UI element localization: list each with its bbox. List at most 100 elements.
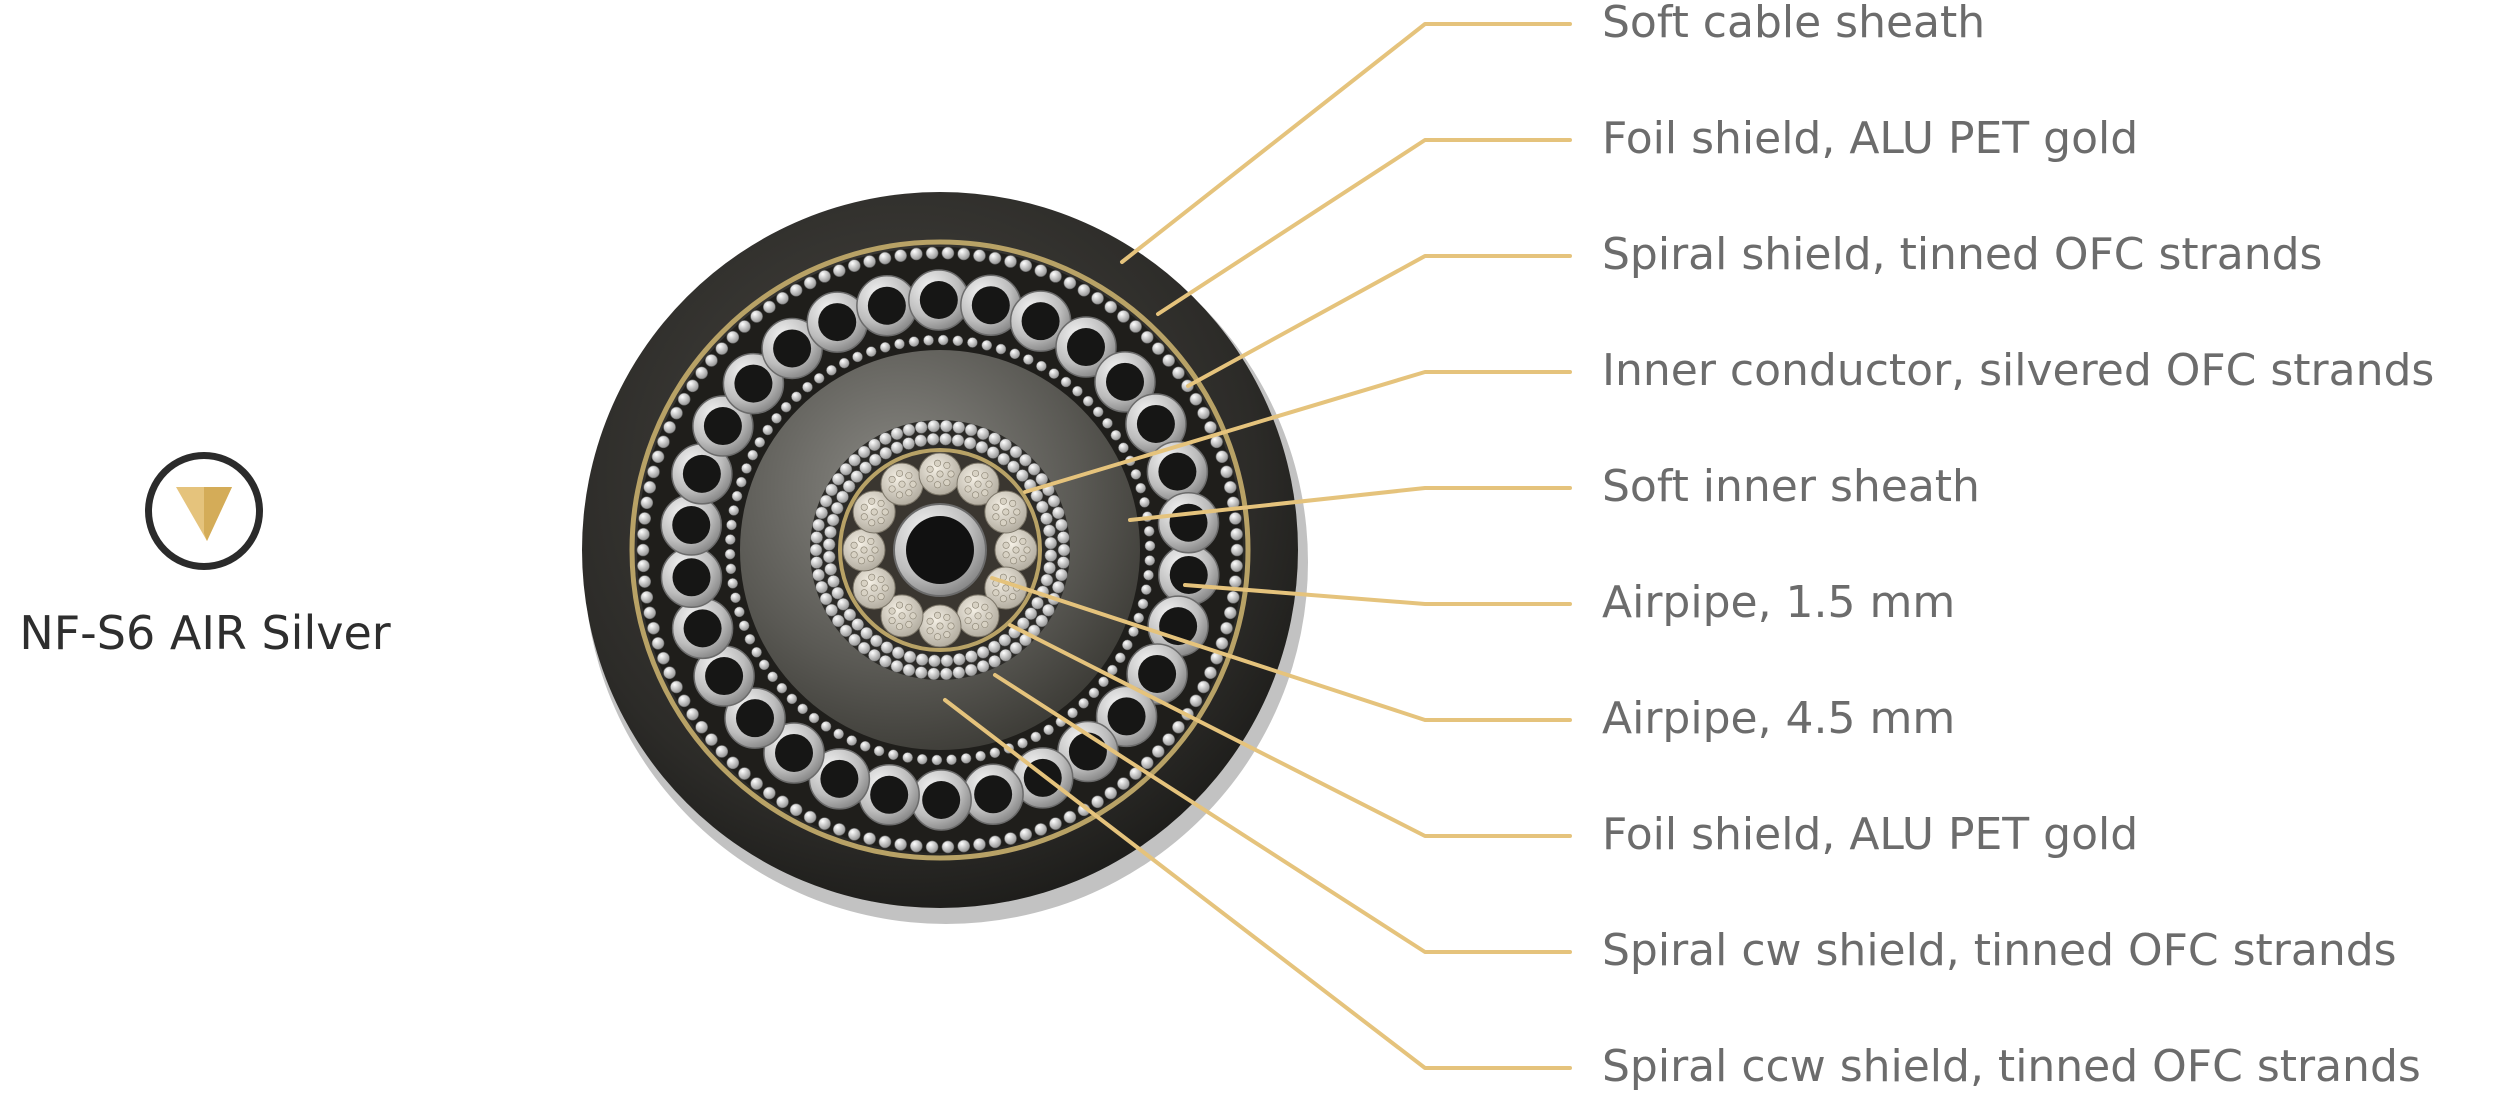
conductor-strand [943, 461, 951, 469]
outer-spiral-strand [1220, 621, 1233, 635]
outer-spiral-strand [1172, 720, 1185, 734]
outer-spiral-strand [832, 264, 846, 277]
callout-label-foil-shield-inner: Foil shield, ALU PET gold [1602, 809, 2139, 860]
conductor-strand [868, 497, 876, 505]
spiral-ccw-strand [860, 626, 873, 640]
outer-spiral-strand [705, 733, 718, 746]
inner-spiral-strand-outer [731, 490, 743, 502]
spiral-ccw-strand [914, 434, 927, 447]
conductor-strand [868, 595, 876, 603]
inner-spiral-strand-outer [744, 633, 756, 645]
conductor-strand [898, 480, 906, 488]
outer-spiral-strand [910, 839, 923, 853]
conductor-strand [943, 479, 951, 487]
product-name: NF-S6 AIR Silver [19, 606, 391, 660]
leader-line [1183, 583, 1572, 606]
airpipe-4-5-bore [818, 303, 857, 342]
airpipe-4-5-bore [773, 329, 812, 368]
conductor-strand [1009, 575, 1017, 583]
conductor-strand [947, 470, 955, 478]
conductor-strand [999, 595, 1007, 603]
spiral-cw-strand [839, 624, 853, 638]
airpipe-4-5-bore [1136, 404, 1175, 443]
inner-spiral-strand-outer [726, 519, 737, 531]
outer-spiral-strand [973, 249, 986, 262]
leader-line [990, 576, 1572, 722]
inner-spiral-strand-outer [960, 753, 972, 764]
outer-spiral-strand [663, 666, 676, 680]
outer-spiral-strand [1204, 420, 1217, 434]
spiral-cw-strand [1052, 580, 1065, 594]
inner-spiral-strand-outer [1082, 395, 1094, 407]
spiral-cw-strand [952, 421, 966, 434]
conductor-strand [1023, 546, 1031, 554]
spiral-cw-strand [879, 655, 892, 668]
conductor-strand [1002, 584, 1010, 592]
spiral-ccw-strand [986, 446, 1000, 459]
conductor-strand [905, 472, 913, 480]
inner-spiral-strand-outer [1023, 354, 1034, 365]
conductor-strand [972, 601, 980, 609]
inner-spiral-strand-outer [1067, 707, 1078, 719]
spiral-cw-strand [868, 648, 881, 662]
inner-spiral-strand-outer [797, 703, 808, 715]
conductor-strand [934, 611, 942, 619]
spiral-cw-strand [1019, 453, 1032, 467]
inner-conductor-bundles [842, 452, 1038, 648]
conductor-strand [905, 603, 913, 611]
spiral-cw-strand [940, 419, 953, 433]
airpipe-4-5-bore [1138, 654, 1177, 693]
spiral-ccw-strand [1036, 500, 1049, 514]
spiral-ccw-strand [824, 563, 837, 576]
outer-spiral-strand [705, 354, 718, 367]
conductor-strand [888, 485, 896, 493]
brand-logo [145, 452, 263, 570]
inner-spiral-strand-outer [754, 437, 765, 448]
inner-spiral-strand-outer [1122, 639, 1133, 651]
inner-spiral-strand-outer [1088, 687, 1100, 699]
spiral-cw-strand [1035, 472, 1049, 486]
conductor-strand [1009, 517, 1017, 525]
outer-spiral-strand [637, 559, 650, 573]
conductor-strand [964, 475, 972, 483]
conductor-strand [974, 480, 982, 488]
spiral-ccw-strand [850, 470, 864, 483]
conductor-strand [905, 489, 913, 497]
spiral-ccw-strand [879, 446, 892, 460]
outer-spiral-strand [1230, 559, 1243, 573]
spiral-cw-strand [988, 655, 1001, 668]
conductor-strand [909, 480, 917, 488]
v-chevron-brand-icon [176, 487, 232, 541]
outer-spiral-strand [973, 838, 986, 851]
outer-spiral-strand [1204, 666, 1217, 680]
outer-spiral-strand [1229, 512, 1242, 525]
airpipe-4-5-bore [683, 609, 722, 648]
spiral-ccw-strand [868, 453, 882, 467]
outer-spiral-strand [776, 795, 789, 809]
spiral-ccw-strand [951, 434, 965, 447]
spiral-cw-strand [825, 603, 838, 617]
airpipe-4-5-bore [974, 775, 1013, 814]
airpipe-4-5-bore [1169, 503, 1208, 542]
spiral-cw-strand [879, 432, 892, 445]
spiral-cw-strand [1052, 506, 1065, 520]
outer-spiral-strand [762, 300, 776, 314]
outer-spiral-strand [670, 680, 683, 694]
spiral-ccw-strand [1040, 512, 1053, 525]
spiral-ccw-strand [915, 653, 929, 666]
conductor-strand [877, 517, 885, 525]
conductor-strand [964, 485, 972, 493]
spiral-cw-strand [890, 427, 904, 440]
conductor-strand [896, 623, 904, 631]
spiral-ccw-strand [902, 437, 915, 450]
spiral-ccw-strand [1024, 607, 1038, 620]
inner-spiral-strand-outer [762, 424, 773, 436]
outer-spiral-strand [1104, 786, 1118, 800]
conductor-strand [860, 503, 868, 511]
outer-spiral-strand [638, 512, 651, 525]
outer-spiral-strand [1104, 300, 1118, 314]
conductor-strand [871, 546, 879, 554]
inner-spiral-strand-outer [802, 381, 813, 393]
airpipe-4-5-bore [1105, 362, 1144, 401]
